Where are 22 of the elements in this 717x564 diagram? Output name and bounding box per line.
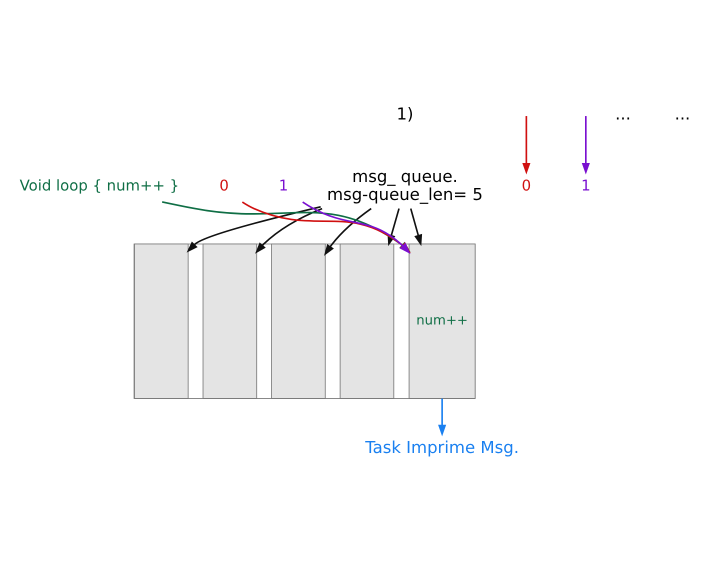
node-box (202, 244, 258, 399)
node-text: Void loop { num++ } (20, 176, 180, 195)
label: 1) (396, 104, 414, 124)
node-box (271, 244, 326, 399)
arrow (522, 116, 530, 175)
arrow (438, 398, 446, 436)
label: ... (615, 104, 631, 124)
node-text: 1 (581, 176, 591, 195)
arrow (582, 116, 590, 175)
node-text: Task Imprime Msg. (365, 438, 519, 457)
arrow (186, 206, 321, 253)
node-text: 1 (278, 176, 288, 195)
node-text: 0 (219, 176, 229, 195)
node-text: 0 (522, 176, 532, 195)
arrow (255, 208, 322, 254)
label: ... (674, 104, 690, 124)
node-text: msg_ queue. msg-queue_len= 5 (327, 167, 483, 204)
node-box (134, 244, 189, 399)
node-box (340, 244, 394, 399)
arrow (324, 208, 372, 256)
node-box: num++ (408, 244, 476, 399)
arrow (410, 208, 422, 246)
